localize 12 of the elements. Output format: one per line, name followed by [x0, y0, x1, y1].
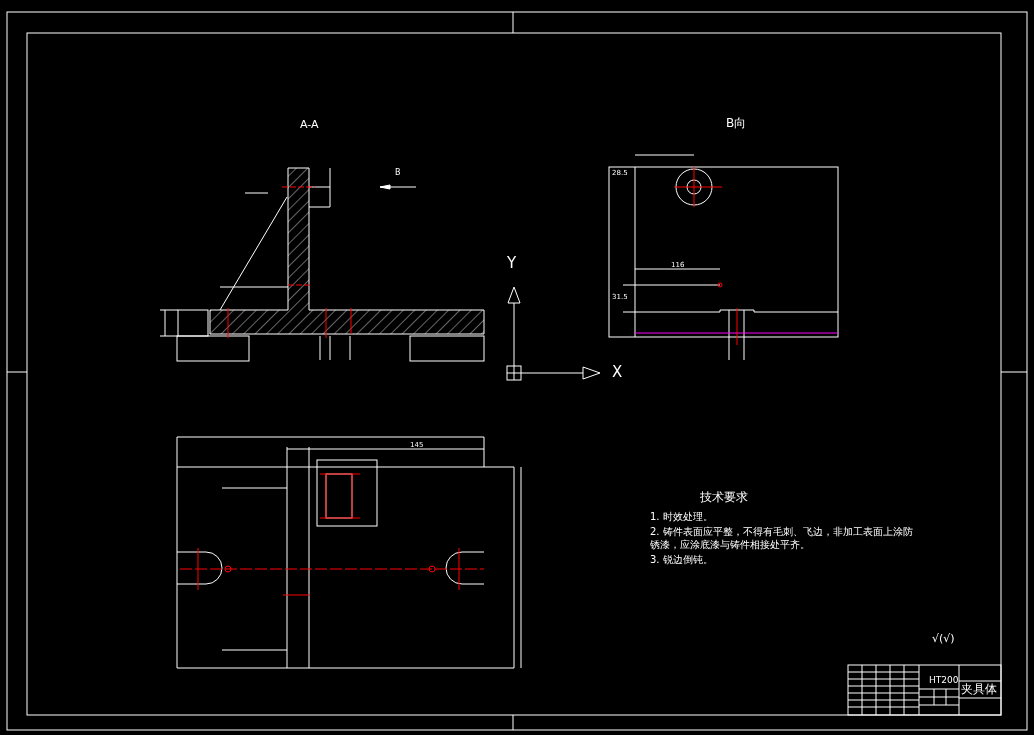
view-direction-label: B [395, 167, 401, 178]
note-item: 2. 铸件表面应平整，不得有毛刺、飞边，非加工表面上涂防锈漆，应涂底漆与铸件相接处平齐。 [650, 525, 914, 551]
note-item: 1. 时效处理。 [650, 510, 713, 523]
view-title: B向 [726, 116, 747, 131]
view-title: A-A [300, 118, 319, 132]
surface-roughness-symbol: √(√) [932, 632, 955, 646]
material-text: HT200 [929, 674, 959, 686]
note-item: 3. 锐边倒钝。 [650, 553, 713, 566]
part-name-text: 夹具体 [961, 682, 997, 697]
notes-heading: 技术要求 [700, 490, 748, 505]
axis-label: Y [507, 254, 517, 272]
axis-label: X [612, 363, 623, 381]
